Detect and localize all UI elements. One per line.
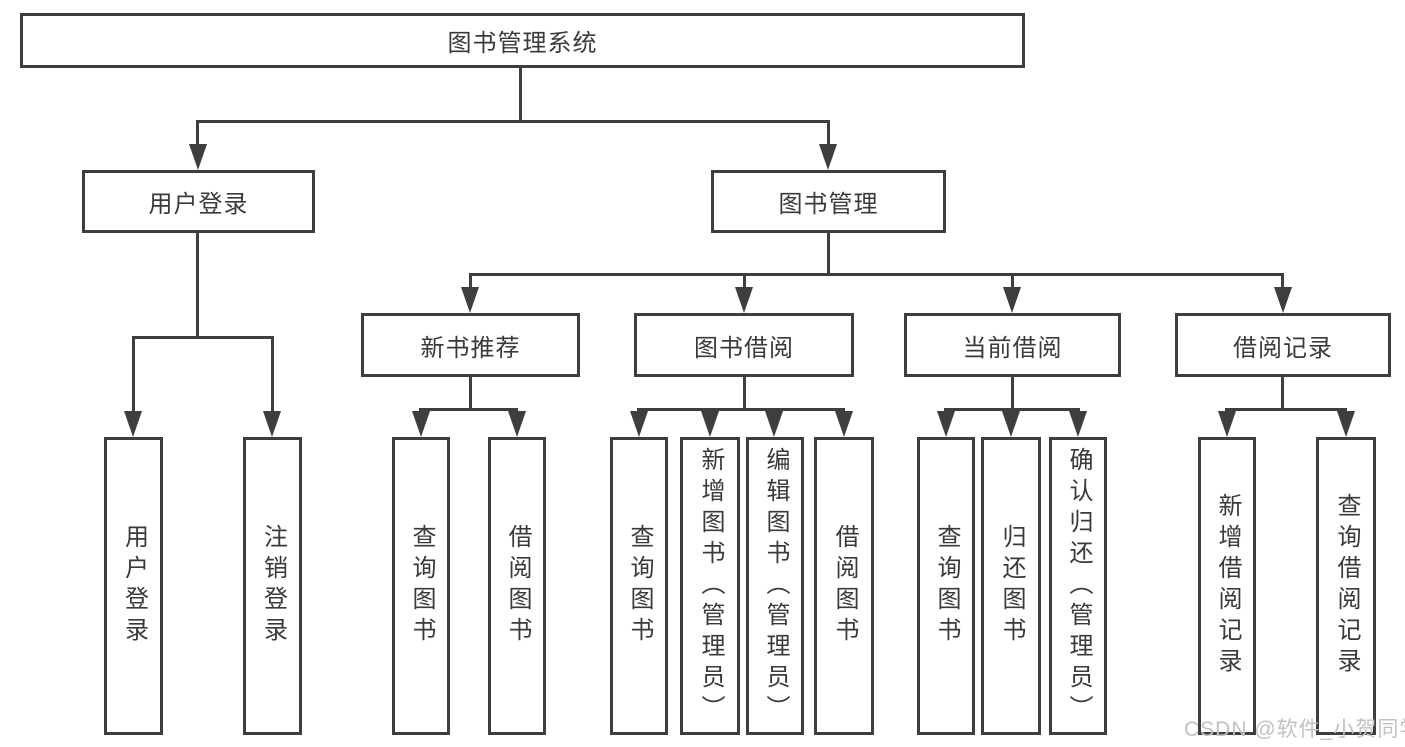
arrowhead-down-icon [412,411,430,437]
arrowhead-down-icon [1218,411,1236,437]
arrowhead-down-icon [1337,411,1355,437]
arrowhead-down-icon [735,287,753,313]
arrowhead-down-icon [630,411,648,437]
leaf-add-books-admin: 新增图书（管理员） [680,437,740,735]
arrowhead-down-icon [263,411,281,437]
arrowhead-down-icon [835,411,853,437]
connector-line [1281,377,1284,410]
connector-line [1281,273,1284,289]
node-label: 编辑图书（管理员） [762,446,789,726]
connector-line [196,233,199,338]
node-label: 图书管理 [778,191,879,218]
node-new-book-recommendation: 新书推荐 [361,313,580,377]
node-label: 新增图书（管理员） [697,446,724,726]
leaf-query-books-current: 查询图书 [917,437,975,735]
node-current-borrowing: 当前借阅 [904,313,1121,377]
node-label: 确认归还（管理员） [1065,446,1092,726]
node-label: 查询借阅记录 [1333,493,1360,679]
node-label: 查询图书 [408,524,435,648]
leaf-edit-books-admin: 编辑图书（管理员） [746,437,804,735]
connector-line [827,120,830,146]
connector-line [419,408,518,411]
connector-line [944,408,1080,411]
leaf-query-books-borrowing: 查询图书 [610,437,668,735]
node-label: 新书推荐 [420,334,521,362]
node-label: 借阅图书 [831,524,858,648]
connector-line [271,336,274,413]
node-user-login: 用户登录 [82,170,315,233]
node-label: 用户登录 [148,191,249,218]
arrowhead-down-icon [1003,287,1021,313]
arrowhead-down-icon [189,144,207,170]
connector-line [1225,408,1347,411]
node-borrowing-records: 借阅记录 [1175,313,1391,377]
node-label: 用户登录 [120,524,148,648]
connector-line [469,377,472,410]
connector-line [1011,377,1014,410]
leaf-confirm-return-admin: 确认归还（管理员） [1049,437,1107,735]
node-label: 注销登录 [259,524,287,648]
leaf-query-borrow-record: 查询借阅记录 [1316,437,1376,735]
connector-line [196,120,830,123]
node-book-management: 图书管理 [711,170,946,233]
node-library-management-system: 图书管理系统 [20,13,1025,68]
connector-line [196,120,199,146]
node-label: 借阅记录 [1233,334,1333,362]
arrowhead-down-icon [1002,411,1020,437]
node-label: 图书管理系统 [447,30,598,57]
arrowhead-down-icon [701,411,719,437]
connector-line [132,336,135,413]
connector-line [1011,273,1014,289]
csdn-watermark: CSDN @软件_小贺同学 [1184,718,1405,741]
arrowhead-down-icon [124,411,142,437]
connector-line [469,273,472,289]
arrowhead-down-icon [937,411,955,437]
node-label: 查询图书 [933,524,960,648]
node-label: 新增借阅记录 [1214,493,1241,679]
node-label: 当前借阅 [962,334,1063,362]
node-book-borrowing: 图书借阅 [634,313,854,377]
arrowhead-down-icon [1274,287,1292,313]
connector-line [743,377,746,410]
node-label: 查询图书 [626,524,653,648]
leaf-borrow-books: 借阅图书 [814,437,874,735]
leaf-add-borrow-record: 新增借阅记录 [1198,437,1256,735]
connector-line [743,273,746,289]
arrowhead-down-icon [819,144,837,170]
leaf-borrow-books-recommend: 借阅图书 [488,437,546,735]
leaf-logout: 注销登录 [243,437,302,735]
connector-line [132,336,274,339]
connector-line [469,273,1284,276]
leaf-return-books: 归还图书 [981,437,1041,735]
connector-line [827,233,830,275]
arrowhead-down-icon [1069,411,1087,437]
connector-line [637,408,845,411]
node-label: 归还图书 [998,524,1025,648]
leaf-query-books-recommend: 查询图书 [392,437,450,735]
leaf-user-login: 用户登录 [104,437,163,735]
node-label: 图书借阅 [694,334,794,362]
arrowhead-down-icon [765,411,783,437]
arrowhead-down-icon [461,287,479,313]
connector-line [519,66,522,122]
node-label: 借阅图书 [504,524,531,648]
arrowhead-down-icon [508,411,526,437]
